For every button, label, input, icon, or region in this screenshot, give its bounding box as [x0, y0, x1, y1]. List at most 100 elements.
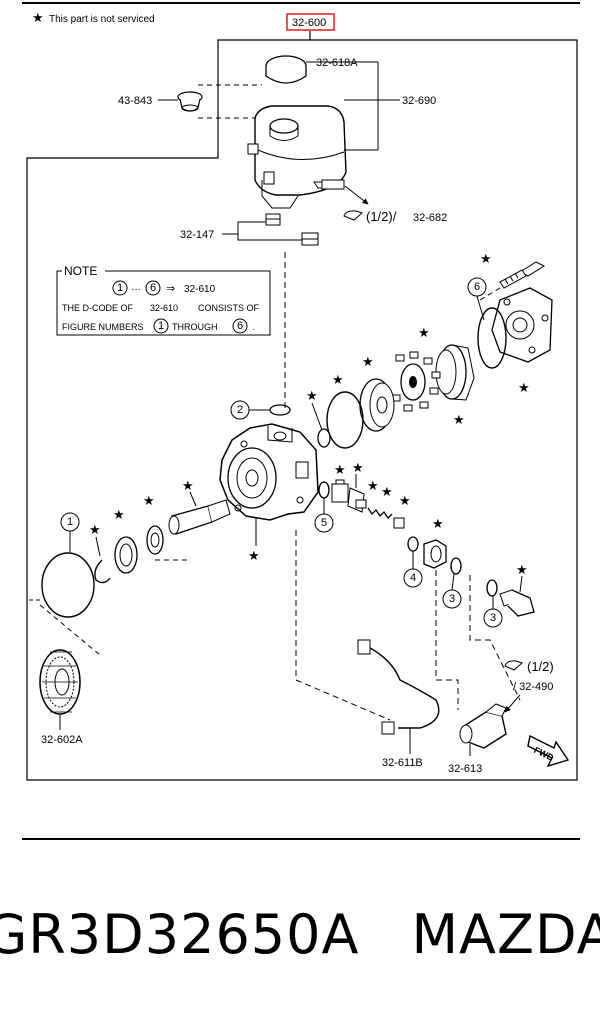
- star-icon: ★: [432, 516, 444, 531]
- bolt-fitting[interactable]: [459, 703, 507, 749]
- star-icon: ★: [143, 493, 155, 508]
- note-range-from: 1: [117, 282, 123, 294]
- harness-dash: [295, 530, 391, 721]
- clip-upper[interactable]: [265, 213, 281, 226]
- star-icon: ★: [367, 478, 379, 493]
- cover-bolt[interactable]: [499, 261, 546, 289]
- legend-text: This part is not serviced: [49, 14, 155, 25]
- hose-arrow: [344, 185, 369, 205]
- star-icon: ★: [113, 507, 125, 522]
- star-icon: ★: [362, 354, 374, 369]
- fwd-arrow-icon: FWD: [527, 734, 570, 768]
- rear-housing[interactable]: [491, 287, 553, 363]
- note-line2-c: CONSISTS OF: [198, 303, 260, 313]
- clip-lower[interactable]: [301, 232, 319, 246]
- connector-fitting[interactable]: [423, 539, 447, 569]
- hand-point-icon: [343, 210, 363, 221]
- assembly-highlight-box: [286, 13, 335, 31]
- note-range-to: 6: [150, 282, 156, 294]
- star-icon: ★: [399, 493, 411, 508]
- note-circle-n1: [153, 318, 169, 334]
- snap-ring[interactable]: [94, 559, 111, 584]
- pump-body[interactable]: [219, 423, 319, 521]
- pipe-reference[interactable]: (1/2) / 32-490: [504, 659, 554, 693]
- flow-valve[interactable]: [347, 487, 367, 513]
- note-title: NOTE: [64, 264, 97, 278]
- pipe-ref-fraction: (1/2): [527, 659, 554, 674]
- note-line3-end: .: [252, 322, 255, 332]
- figure-6: 6: [474, 281, 480, 293]
- figure-2: 2: [237, 404, 243, 416]
- reservoir-strainer[interactable]: [177, 91, 203, 112]
- valve-oring-4[interactable]: [407, 536, 419, 552]
- valve-spring[interactable]: [367, 507, 393, 520]
- pulley[interactable]: [39, 649, 81, 715]
- outlet-oring[interactable]: [269, 404, 291, 416]
- rotor-vanes[interactable]: [391, 351, 441, 412]
- cover-oring[interactable]: [477, 307, 507, 369]
- figure-5: 5: [321, 517, 327, 529]
- fitting-dash: [435, 570, 459, 710]
- star-icon: ★: [518, 380, 530, 395]
- star-icon: ★: [334, 462, 346, 477]
- bolt-dash: [469, 575, 521, 701]
- note-line3-a: FIGURE NUMBERS: [62, 322, 144, 332]
- product-title: GR3D32650A MAZDA: [0, 895, 600, 975]
- hose-reference[interactable]: (1/2)/ 32-682: [343, 209, 447, 224]
- sensor-harness[interactable]: [357, 639, 440, 754]
- plate-oring[interactable]: [326, 391, 364, 449]
- small-oring[interactable]: [317, 428, 331, 448]
- shaft-bushing[interactable]: [146, 525, 164, 555]
- star-icon: ★: [480, 251, 492, 266]
- hose-ref-part: 32-682: [413, 212, 447, 224]
- note-box: NOTE 1 ··· 6 ⇒ 32-610 THE D-CODE OF 32-6…: [56, 264, 271, 336]
- note-circle-from: [112, 280, 128, 296]
- fitting-label: 32-613: [448, 763, 482, 775]
- shaft-group: ★ ★ ★ ★ 1: [28, 478, 231, 656]
- assembly-callout[interactable]: 32-600: [286, 13, 335, 31]
- pipe-ref-part: / 32-490: [513, 681, 553, 693]
- star-icon: ★: [516, 562, 528, 577]
- valve-plug[interactable]: [331, 479, 349, 503]
- product-code: GR3D32650A: [0, 903, 360, 966]
- assembly-outline: [26, 31, 578, 781]
- hose-ref-fraction: (1/2)/: [366, 209, 397, 224]
- assembly-part-number: 32-600: [292, 17, 326, 29]
- product-brand: MAZDA: [411, 903, 600, 966]
- star-icon: ★: [352, 460, 364, 475]
- note-line2-a: THE D-CODE OF: [62, 303, 134, 313]
- exploded-parts-diagram: ★ This part is not serviced 32-600 32-61…: [22, 2, 580, 781]
- figure-3b: 3: [490, 612, 496, 624]
- valve-oring-5[interactable]: [318, 481, 330, 499]
- reservoir-tank[interactable]: [247, 105, 347, 209]
- reservoir-group: 32-618A 43-843 32-690: [118, 55, 447, 224]
- star-icon: ★: [453, 412, 465, 427]
- star-icon: ★: [248, 548, 260, 563]
- cam-ring[interactable]: [435, 344, 475, 401]
- note-circle-to: [145, 280, 161, 296]
- reservoir-cap[interactable]: [265, 55, 379, 150]
- divider: [22, 838, 580, 840]
- valve-plug-small[interactable]: [393, 517, 405, 529]
- pipe-arrow: [504, 694, 521, 713]
- shaft-bearing[interactable]: [114, 536, 138, 574]
- fitting-oring-3a[interactable]: [450, 557, 462, 575]
- note-line2-b: 32-610: [150, 303, 178, 313]
- figure-1: 1: [67, 516, 73, 528]
- note-circle-n2: [232, 318, 248, 334]
- union-bolt[interactable]: [499, 589, 535, 617]
- note-range-arrow: ⇒: [166, 283, 175, 295]
- strainer-dash: [198, 84, 262, 119]
- star-icon: ★: [32, 10, 44, 25]
- figure-3a: 3: [449, 593, 455, 605]
- cap-label: 32-618A: [316, 57, 358, 69]
- note-range-sep: ···: [131, 284, 141, 295]
- figure-4: 4: [410, 572, 416, 584]
- note-line3-n2: 6: [237, 320, 243, 332]
- side-plate[interactable]: [359, 378, 395, 432]
- star-icon: ★: [381, 484, 393, 499]
- clip-label: 32-147: [180, 229, 214, 241]
- shaft-seal-ring[interactable]: [41, 552, 95, 618]
- fitting-oring-3b[interactable]: [486, 579, 498, 597]
- drive-shaft[interactable]: [168, 499, 231, 535]
